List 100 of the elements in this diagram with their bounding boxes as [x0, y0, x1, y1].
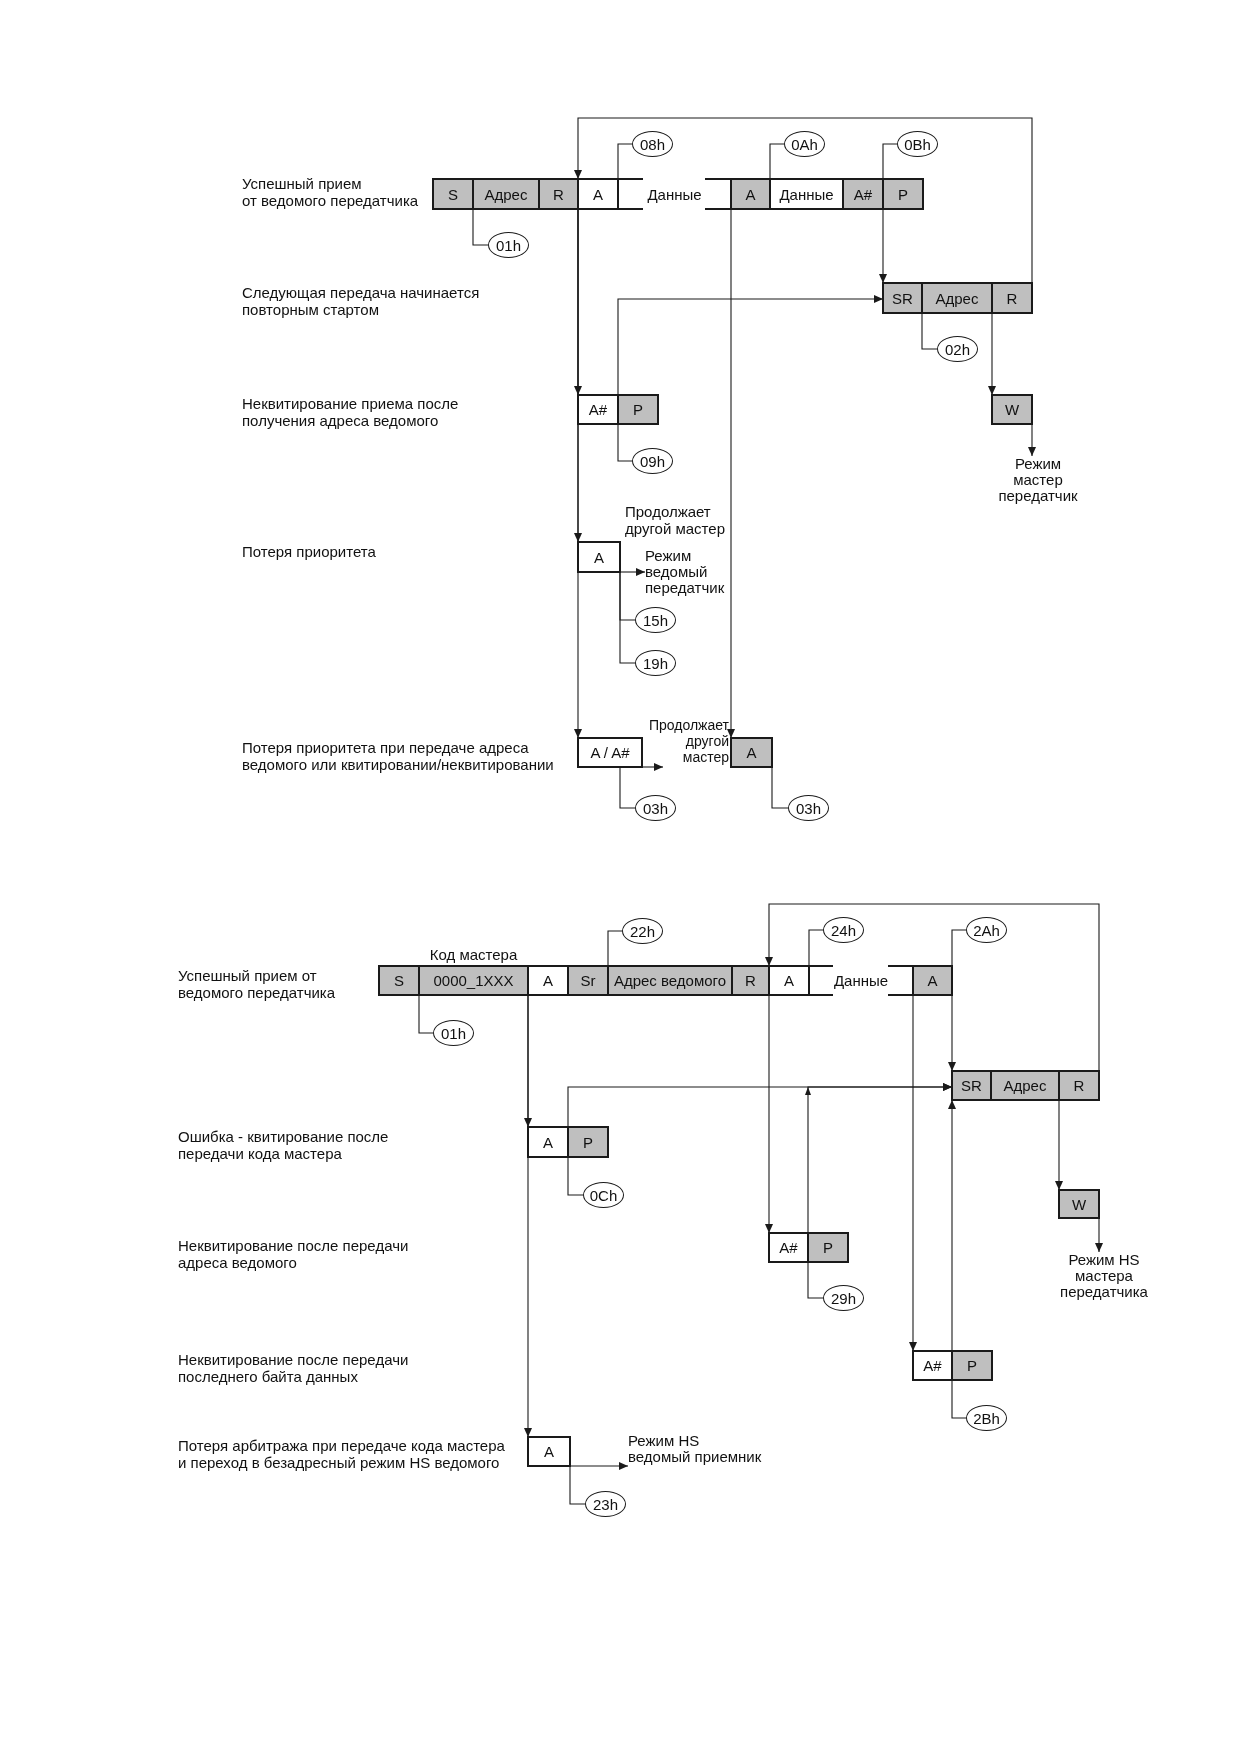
frame-field: 0000_1XXX	[418, 965, 529, 996]
row-caption: Следующая передача начинается повторным стартом	[242, 284, 480, 318]
frame-field: P	[882, 178, 924, 210]
arrow	[988, 312, 996, 396]
leader-line	[619, 571, 636, 664]
state-text: Режим HS ведомый приемник	[628, 1433, 778, 1467]
leader-line	[418, 994, 434, 1034]
frame-field: R	[731, 965, 770, 996]
data-field: Данные	[809, 965, 913, 996]
frame-field: A / A#	[577, 737, 643, 768]
status-code: 03h	[788, 795, 829, 821]
status-code: 22h	[622, 918, 663, 944]
leader-line	[617, 423, 633, 462]
frame-field: A	[527, 1436, 571, 1467]
frame-field: S	[378, 965, 420, 996]
row-caption: Успешный прием от ведомого передатчика	[178, 967, 336, 1001]
arrow	[574, 117, 1033, 284]
frame-field: Адрес	[472, 178, 540, 210]
frame-field: A	[730, 737, 773, 768]
leader-line	[769, 143, 785, 180]
frame-field: A#	[912, 1350, 953, 1381]
status-code: 08h	[632, 131, 673, 157]
frame-field: S	[432, 178, 474, 210]
frame-field: P	[617, 394, 659, 425]
data-field: Данные	[618, 178, 731, 210]
row-caption: Неквитирование приема после получения адреса ведомого	[242, 395, 459, 429]
state-text: Режим HS мастера передатчика	[1050, 1252, 1158, 1300]
arrow	[1095, 1217, 1103, 1253]
row-caption: Потеря приоритета при передаче адреса ведомого или квитировании/неквитировании	[242, 739, 554, 773]
frame-field: P	[951, 1350, 993, 1381]
frame-field: A	[577, 541, 621, 573]
leader-line	[569, 1465, 586, 1505]
leader-line	[951, 1379, 967, 1419]
arrow	[617, 295, 884, 396]
status-code: 2Ah	[966, 917, 1007, 943]
frame-field: A	[527, 1126, 569, 1158]
leader-line	[472, 208, 489, 246]
status-code: 09h	[632, 448, 673, 474]
status-code: 24h	[823, 917, 864, 943]
leader-line	[951, 929, 967, 967]
arrow	[1055, 1099, 1063, 1191]
status-code: 02h	[937, 336, 978, 362]
arrow	[805, 1083, 953, 1234]
frame-field: R	[1058, 1070, 1100, 1101]
state-text: Продолжает другой мастер	[645, 717, 729, 767]
arrow	[1028, 423, 1036, 457]
frame-field: A	[730, 178, 771, 210]
row-caption: Потеря приоритета	[242, 543, 376, 560]
arrow	[948, 994, 956, 1072]
frame-field: Адрес	[990, 1070, 1060, 1101]
arrow	[765, 994, 773, 1234]
note-text: Продолжает другой мастер	[625, 503, 725, 537]
arrow	[948, 1099, 956, 1352]
status-code: 29h	[823, 1285, 864, 1311]
frame-field: P	[807, 1232, 849, 1263]
status-code: 0Ch	[583, 1182, 624, 1208]
state-text: Режим ведомый передатчик	[645, 548, 737, 596]
frame-field: A	[912, 965, 953, 996]
frame-field: SR	[951, 1070, 992, 1101]
row-caption: Успешный прием от ведомого передатчика	[242, 175, 419, 209]
frame-field: W	[991, 394, 1033, 425]
leader-line	[921, 312, 938, 350]
status-code: 15h	[635, 607, 676, 633]
leader-line	[607, 930, 623, 967]
status-code: 01h	[488, 232, 529, 258]
arrow	[524, 994, 532, 1438]
row-caption: Ошибка - квитирование после передачи кода мастера	[178, 1128, 389, 1162]
leader-line	[617, 143, 633, 180]
status-code: 23h	[585, 1491, 626, 1517]
row-caption: Потеря арбитража при передаче кода мастера и переход в безадресный режим HS ведомого	[178, 1437, 505, 1471]
frame-field: P	[567, 1126, 609, 1158]
leader-line	[808, 929, 824, 967]
frame-field: A#	[768, 1232, 809, 1263]
field-caption: Код мастера	[428, 946, 519, 963]
frame-field: Адрес ведомого	[607, 965, 733, 996]
status-code: 01h	[433, 1020, 474, 1046]
state-text: Режим мастер передатчик	[992, 456, 1084, 504]
row-caption: Неквитирование после передачи адреса ведомого	[178, 1237, 409, 1271]
frame-field: W	[1058, 1189, 1100, 1219]
frame-field: R	[991, 282, 1033, 314]
frame-field: A#	[842, 178, 884, 210]
arrow	[727, 208, 735, 739]
status-code: 2Bh	[966, 1405, 1007, 1431]
frame-field: A	[577, 178, 619, 210]
frame-field: Адрес	[921, 282, 993, 314]
leader-line	[882, 143, 898, 180]
leader-line	[771, 766, 789, 809]
frame-field: Данные	[769, 178, 844, 210]
status-code: 03h	[635, 795, 676, 821]
leader-line	[619, 766, 636, 809]
frame-field: Sr	[567, 965, 609, 996]
arrow	[765, 903, 1100, 1072]
leader-line	[567, 1156, 584, 1196]
leader-line	[807, 1261, 824, 1299]
frame-field: R	[538, 178, 579, 210]
frame-field: A#	[577, 394, 619, 425]
frame-field: A	[527, 965, 569, 996]
status-code: 19h	[635, 650, 676, 676]
frame-field: A	[768, 965, 810, 996]
status-code: 0Bh	[897, 131, 938, 157]
